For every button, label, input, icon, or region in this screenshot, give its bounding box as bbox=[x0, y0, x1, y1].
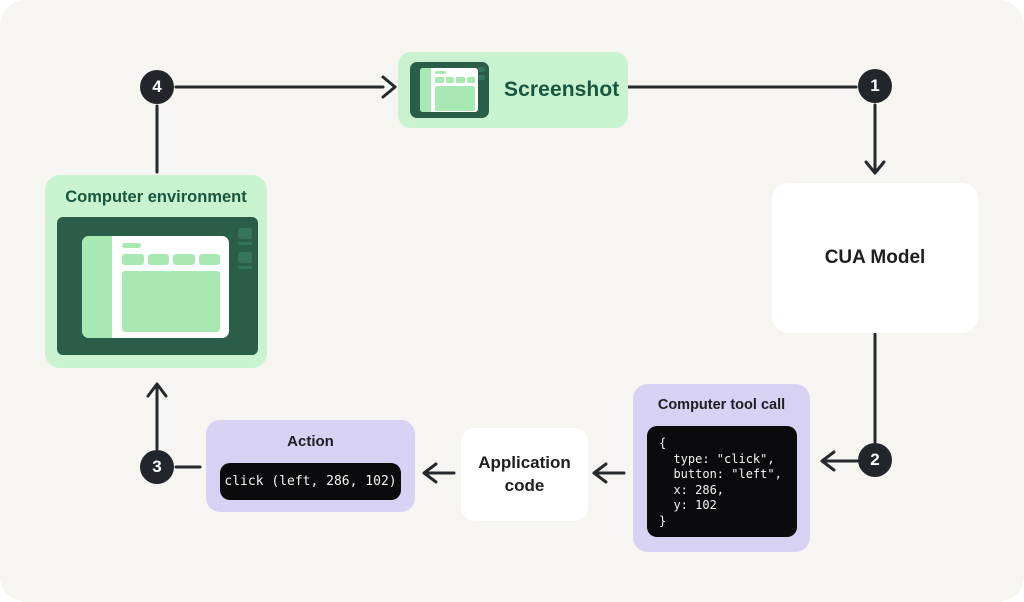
env-shortcut-label-line bbox=[238, 242, 252, 245]
arrowhead-to-cua-model bbox=[864, 160, 886, 175]
mini-tab bbox=[456, 77, 465, 83]
application-code-node: Application code bbox=[461, 428, 588, 521]
env-window-tabs bbox=[122, 254, 220, 265]
computer-environment-label: Computer environment bbox=[65, 188, 247, 206]
mini-window-titlebar bbox=[435, 71, 446, 74]
action-code-text: click (left, 286, 102) bbox=[224, 474, 397, 489]
mini-monitor-button bbox=[478, 75, 485, 80]
desktop-window-icon bbox=[57, 217, 258, 355]
computer-tool-call-node: Computer tool call { type: "click", butt… bbox=[633, 384, 810, 552]
env-window-titlebar bbox=[122, 243, 141, 248]
code-line: { bbox=[659, 436, 667, 450]
computer-environment-node: Computer environment bbox=[45, 175, 267, 368]
computer-tool-call-title: Computer tool call bbox=[657, 397, 786, 413]
env-window-sidebar bbox=[82, 236, 112, 338]
env-tab bbox=[122, 254, 144, 265]
mini-window-tabs bbox=[435, 77, 475, 83]
code-line: button: "left", bbox=[659, 467, 782, 481]
tool-call-code-block: { type: "click", button: "left", x: 286,… bbox=[647, 426, 797, 537]
mini-monitor-buttons bbox=[478, 67, 485, 83]
action-code-pill: click (left, 286, 102) bbox=[220, 463, 401, 500]
step-badge-4: 4 bbox=[140, 70, 174, 104]
screenshot-label: Screenshot bbox=[504, 78, 620, 101]
arrowhead-to-screenshot bbox=[381, 75, 397, 99]
env-shortcut-icon bbox=[238, 228, 252, 239]
env-shortcut-icon bbox=[238, 252, 252, 263]
mini-tab bbox=[466, 77, 475, 83]
code-line: x: 286, bbox=[659, 482, 725, 497]
env-tab bbox=[198, 254, 220, 265]
env-window-content bbox=[122, 271, 220, 332]
arrowhead-to-application-code bbox=[592, 462, 608, 484]
screenshot-node: Screenshot bbox=[398, 52, 628, 128]
env-window-main bbox=[112, 236, 229, 338]
arrowhead-to-tool-call bbox=[820, 450, 836, 472]
action-node: Action click (left, 286, 102) bbox=[206, 420, 415, 512]
cua-model-node: CUA Model bbox=[772, 183, 978, 333]
mini-window-main bbox=[431, 68, 478, 112]
arrowhead-to-environment bbox=[146, 382, 168, 398]
mini-monitor-button bbox=[478, 67, 485, 72]
mini-window-sidebar bbox=[420, 68, 431, 112]
step-badge-3: 3 bbox=[140, 450, 174, 484]
env-tab bbox=[173, 254, 195, 265]
action-title: Action bbox=[287, 433, 334, 450]
step-badge-2: 2 bbox=[858, 443, 892, 477]
env-app-window bbox=[82, 236, 229, 338]
cua-model-label: CUA Model bbox=[824, 247, 926, 268]
step-badge-1: 1 bbox=[858, 69, 892, 103]
code-line: } bbox=[659, 513, 667, 528]
monitor-window-icon bbox=[410, 62, 489, 118]
application-code-label: Application code bbox=[478, 452, 571, 495]
mini-tab bbox=[445, 77, 454, 83]
code-line: y: 102 bbox=[659, 498, 717, 512]
code-line: type: "click", bbox=[659, 451, 775, 466]
mini-tab bbox=[435, 77, 444, 83]
env-desktop-shortcuts bbox=[238, 228, 252, 276]
arrowhead-to-action bbox=[422, 462, 438, 484]
mini-window-content bbox=[435, 85, 475, 111]
env-shortcut-label-line bbox=[238, 266, 252, 269]
mini-browser-window bbox=[420, 68, 478, 112]
env-tab bbox=[147, 254, 169, 265]
